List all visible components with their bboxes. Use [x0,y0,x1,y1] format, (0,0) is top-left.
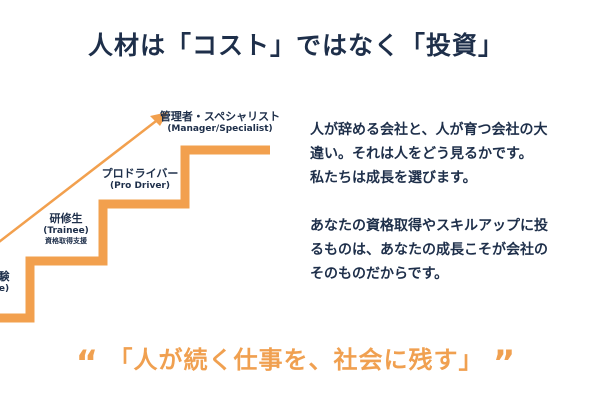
body-text: 人が辞める会社と、人が育つ会社の大 違い。それは人をどう見るかです。 私たちは成… [310,118,592,286]
growth-arrow-line [0,117,161,243]
slogan-text: 「人が続く仕事を、社会に残す」 [108,346,484,374]
open-quote-mark: “ [75,343,100,383]
step-label-trainee: 研修生 (Trainee) 資格取得支援 [43,212,89,245]
page-title: 人材は「コスト」ではなく「投資」 [87,31,504,60]
step-label-manager: 管理者・スペシャリスト (Manager/Specialist) [159,110,281,134]
step-label-trial: 験 e) [0,270,10,294]
body-line: あなたの資格取得やスキルアップに投 [310,218,548,234]
body-line: 違い。それは人をどう見るかです。 [310,146,533,162]
growth-arrow-head [150,112,168,126]
body-line: 人が辞める会社と、人が育つ会社の大 [310,122,548,138]
body-line: るものは、あなたの成長こそが会社の [310,242,548,258]
step-label-pro-driver: プロドライバー (Pro Driver) [101,167,179,191]
close-quote-mark: ” [492,343,517,383]
staircase-line [0,145,270,323]
body-line: 私たちは成長を選びます。 [310,170,477,186]
body-line: そのものだからです。 [310,266,449,282]
slogan-quote: “ 「人が続く仕事を、社会に残す」 ” [0,340,592,383]
